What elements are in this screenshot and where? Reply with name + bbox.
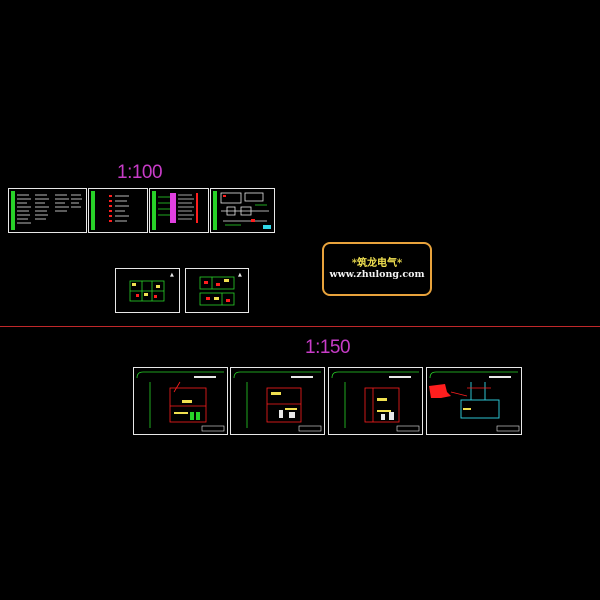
- drawing-site-plan-4[interactable]: [426, 367, 522, 435]
- drawing-floor-plan-b[interactable]: ▲: [185, 268, 249, 313]
- floor-plan-b-drawing: ▲: [199, 272, 242, 306]
- distribution-diagram-drawing: [213, 191, 271, 230]
- drawing-site-plan-1[interactable]: [133, 367, 228, 435]
- drawing-floor-plan-a[interactable]: ▲: [115, 268, 180, 313]
- floor-plan-a-drawing: ▲: [129, 272, 174, 302]
- drawing-distribution-diagram[interactable]: [210, 188, 275, 233]
- scale-divider-line: [0, 326, 600, 327]
- svg-text:▲: ▲: [170, 272, 174, 278]
- drawing-legend-sheet[interactable]: [88, 188, 148, 233]
- site-plan-3-drawing: [331, 371, 420, 432]
- svg-text:▲: ▲: [238, 272, 242, 278]
- site-plan-4-drawing: [429, 371, 520, 432]
- site-plan-1-drawing: [136, 371, 225, 432]
- watermark-stamp: *筑龙电气* www.zhulong.com: [322, 242, 432, 296]
- site-plan-2-drawing: [233, 371, 322, 432]
- stamp-title: *筑龙电气*: [351, 258, 403, 269]
- sheet-list-drawing: [11, 191, 82, 230]
- scale-label-bottom: 1:150: [305, 337, 351, 358]
- legend-sheet-drawing: [91, 191, 129, 230]
- system-diagram-drawing: [152, 191, 198, 230]
- scale-label-top: 1:100: [117, 162, 163, 183]
- drawing-site-plan-2[interactable]: [230, 367, 325, 435]
- drawing-sheet-list[interactable]: [8, 188, 87, 233]
- stamp-url: www.zhulong.com: [329, 269, 425, 280]
- drawing-system-diagram[interactable]: [149, 188, 209, 233]
- drawing-site-plan-3[interactable]: [328, 367, 423, 435]
